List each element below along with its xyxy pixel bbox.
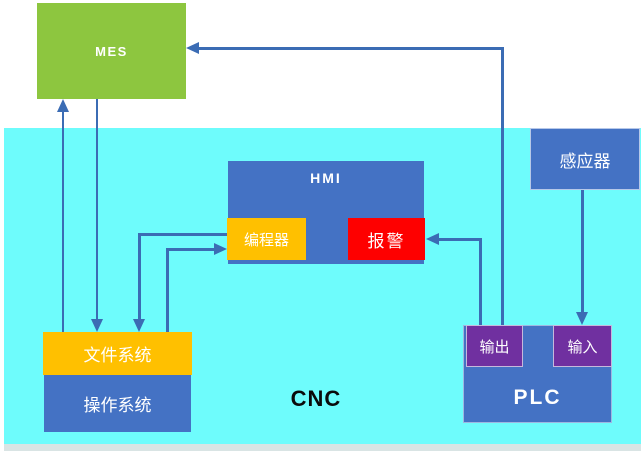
node-mes-label: MES	[95, 43, 128, 59]
node-input: 输入	[553, 325, 612, 367]
node-hmi-label: HMI	[310, 170, 342, 186]
node-operating-system-label: 操作系统	[83, 396, 152, 415]
node-programmer-label: 编程器	[243, 231, 289, 249]
node-input-label: 输入	[567, 338, 598, 356]
bottom-edge-strip	[4, 444, 641, 451]
node-sensor: 感应器	[530, 128, 640, 190]
node-operating-system: 操作系统	[44, 375, 191, 432]
node-output-label: 输出	[479, 338, 510, 356]
node-programmer: 编程器	[227, 218, 306, 260]
node-alarm: 报警	[348, 218, 425, 260]
node-mes: MES	[37, 3, 186, 99]
cnc-region-label: CNC	[290, 386, 342, 411]
node-output: 输出	[466, 325, 523, 367]
node-file-system-label: 文件系统	[83, 346, 152, 365]
node-sensor-label: 感应器	[559, 151, 611, 171]
node-alarm-label: 报警	[367, 231, 406, 251]
node-plc-label: PLC	[513, 386, 562, 409]
node-file-system: 文件系统	[43, 332, 192, 375]
